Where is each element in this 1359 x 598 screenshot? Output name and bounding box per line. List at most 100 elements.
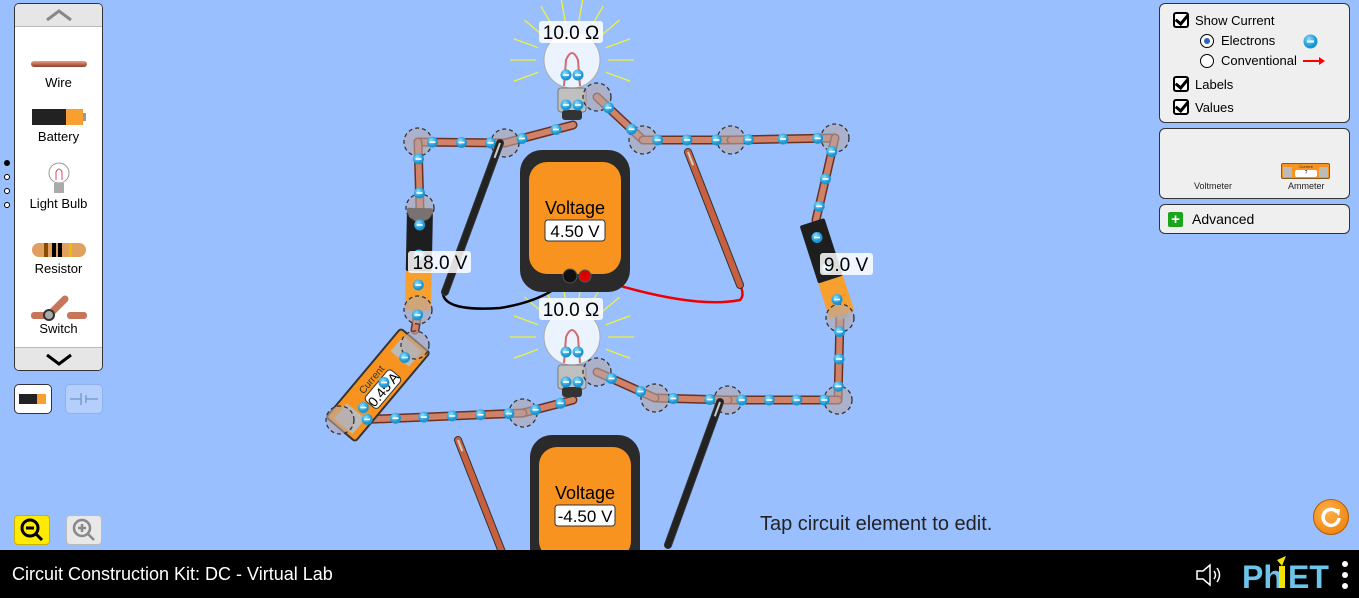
- voltmeter-value[interactable]: 4.50 V: [550, 222, 600, 241]
- page-dot-1[interactable]: [4, 160, 10, 166]
- labels-checkbox[interactable]: Labels: [1173, 76, 1233, 92]
- electron-sign: [780, 138, 786, 140]
- voltmeter2-black-probe[interactable]: [665, 399, 723, 548]
- electron-sign: [416, 224, 423, 226]
- voltmeter1-red-probe-tip[interactable]: [687, 151, 695, 166]
- wire-vertex[interactable]: [325, 405, 355, 435]
- electrons-radio[interactable]: Electrons: [1200, 33, 1275, 48]
- page-dot-2[interactable]: [4, 174, 10, 180]
- voltmeter-face[interactable]: [529, 162, 621, 274]
- ammeter-display[interactable]: [364, 368, 403, 410]
- ammeter-tool-icon[interactable]: Current ?: [1281, 163, 1330, 179]
- electron-sign: [836, 358, 842, 360]
- electron-sign: [793, 399, 800, 401]
- svg-text:18.0 V: 18.0 V: [413, 253, 468, 274]
- toolbox-page-indicator[interactable]: [4, 160, 10, 216]
- electron-sign: [766, 399, 773, 401]
- glow-ray: [513, 38, 539, 49]
- wire-vertex[interactable]: [640, 383, 670, 413]
- values-checkbox[interactable]: Values: [1173, 99, 1234, 115]
- sound-icon[interactable]: [1195, 563, 1227, 587]
- electron-sign: [458, 141, 465, 144]
- electron-sign: [557, 402, 564, 405]
- voltmeter-value[interactable]: -4.50 V: [558, 507, 613, 526]
- glow-ray: [605, 71, 631, 82]
- electron-sign: [563, 104, 569, 106]
- electron-sign: [477, 413, 484, 416]
- svg-text:10.0 Ω: 10.0 Ω: [543, 23, 599, 44]
- glow-ray: [513, 348, 539, 359]
- ammeter-tool-label[interactable]: Ammeter: [1288, 181, 1325, 191]
- checkbox-icon: [1173, 76, 1189, 92]
- svg-text:10.0 Ω: 10.0 Ω: [543, 300, 599, 321]
- bulb-filament[interactable]: [563, 329, 581, 364]
- show-current-checkbox[interactable]: Show Current: [1173, 12, 1274, 28]
- toolbox-light-bulb[interactable]: Light Bulb: [15, 162, 102, 211]
- electron-sign: [575, 74, 581, 76]
- toolbox-switch[interactable]: Switch: [15, 295, 102, 336]
- glow-ray: [513, 71, 539, 82]
- schematic-battery-icon: [70, 393, 98, 405]
- electron-sign: [416, 192, 423, 194]
- glow-ray: [605, 38, 631, 49]
- zoom-out-button[interactable]: [14, 515, 50, 545]
- electron-sign: [834, 298, 840, 301]
- bulb-contact[interactable]: [562, 110, 582, 120]
- wire-vertex[interactable]: [582, 82, 612, 112]
- toolbox-resistor[interactable]: Resistor: [15, 242, 102, 276]
- wire[interactable]: [350, 410, 526, 423]
- zoom-in-button[interactable]: [66, 515, 102, 545]
- voltmeter2-black-probe-tip[interactable]: [713, 401, 721, 417]
- toolbox-wire[interactable]: Wire: [15, 59, 102, 90]
- advanced-panel[interactable]: + Advanced: [1159, 204, 1350, 234]
- bulb-contact[interactable]: [562, 387, 582, 397]
- electron-sign: [563, 381, 569, 383]
- voltmeter-title[interactable]: Voltage: [555, 483, 615, 503]
- wire-vertex[interactable]: [400, 330, 430, 360]
- voltmeter-display[interactable]: [544, 219, 606, 242]
- voltmeter2-red-probe[interactable]: [455, 437, 505, 550]
- voltmeter2-red-probe-tip[interactable]: [457, 439, 464, 452]
- page-dot-4[interactable]: [4, 202, 10, 208]
- glow-ray: [560, 0, 567, 25]
- electron-sign: [835, 385, 842, 388]
- voltmeter-title[interactable]: Voltage: [545, 198, 605, 218]
- voltmeter1-black-probe-tip[interactable]: [493, 142, 501, 159]
- reset-all-button[interactable]: [1313, 499, 1349, 535]
- voltmeter-display[interactable]: [554, 504, 616, 527]
- voltmeter-tool[interactable]: Voltmeter: [1194, 181, 1233, 191]
- voltmeter-2[interactable]: Voltage -4.50 V: [530, 435, 640, 550]
- voltmeters[interactable]: Voltage 4.50 V Voltage -4.50 V: [441, 139, 744, 550]
- electron-sign: [414, 314, 421, 316]
- voltmeter1-red-lead[interactable]: [584, 273, 744, 304]
- lifelike-view-button[interactable]: [14, 384, 52, 414]
- more-options-icon[interactable]: [1340, 560, 1350, 590]
- navigation-bar: Circuit Construction Kit: DC - Virtual L…: [0, 550, 1359, 598]
- voltmeter1-red-probe[interactable]: [685, 149, 743, 288]
- plus-icon: +: [1168, 211, 1183, 227]
- conventional-radio[interactable]: Conventional: [1200, 53, 1297, 68]
- toolbox-battery[interactable]: Battery: [15, 108, 102, 144]
- toolbox-scroll-down-button[interactable]: [15, 347, 102, 370]
- page-dot-3[interactable]: [4, 188, 10, 194]
- electron-sign: [684, 139, 690, 141]
- checkbox-icon: [1173, 12, 1189, 28]
- wire-vertex[interactable]: [582, 357, 612, 387]
- hint-text: Tap circuit element to edit.: [760, 513, 993, 535]
- sim-title: Circuit Construction Kit: DC - Virtual L…: [12, 564, 333, 584]
- voltmeter-1[interactable]: Voltage 4.50 V: [520, 150, 630, 292]
- bulb-filament[interactable]: [563, 52, 581, 87]
- radio-icon: [1200, 53, 1214, 68]
- electron-sign: [706, 398, 713, 401]
- light-bulb-icon: [48, 162, 69, 193]
- electron-sign: [814, 137, 821, 140]
- electron-sign: [738, 399, 745, 401]
- toolbox-scroll-up-button[interactable]: [15, 4, 102, 27]
- electron-sign: [713, 139, 720, 141]
- electrons: [357, 69, 846, 425]
- component-labels: 10.0 Ω 10.0 Ω 18.0 V 9.0 V: [408, 21, 873, 321]
- electron-sign: [670, 397, 677, 400]
- schematic-view-button[interactable]: [65, 384, 103, 414]
